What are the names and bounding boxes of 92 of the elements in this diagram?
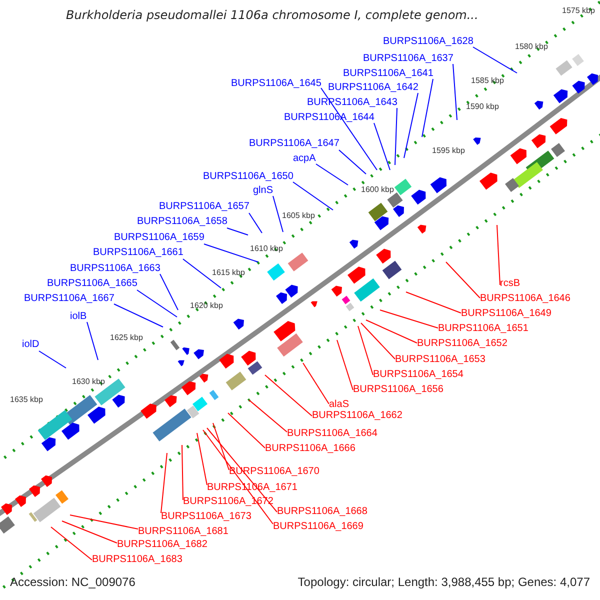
leader-line <box>264 374 312 416</box>
position-label: 1615 kbp <box>212 269 245 277</box>
leader-line <box>302 362 330 404</box>
position-label: 1630 kbp <box>72 378 105 386</box>
leader-line <box>182 444 184 500</box>
leader-line <box>292 182 334 210</box>
gene-label: BURPS1106A_1649 <box>461 308 552 320</box>
gene-label: iolB <box>70 311 87 323</box>
title: Burkholderia pseudomallei 1106a chromosome I, complete genom... <box>66 9 478 21</box>
leader-line <box>70 514 138 530</box>
leader-line <box>404 92 418 158</box>
position-label: 1605 kbp <box>282 212 315 220</box>
position-label: 1620 kbp <box>190 302 223 310</box>
gene-label: BURPS1106A_1673 <box>161 511 252 523</box>
leader-line <box>316 164 348 186</box>
leader-line <box>338 150 366 174</box>
gene-label: BURPS1106A_1652 <box>417 338 508 350</box>
gene-label: BURPS1106A_1653 <box>395 354 486 366</box>
leader-line <box>86 322 98 360</box>
gene-label: BURPS1106A_1628 <box>383 36 474 48</box>
leader-line <box>228 412 266 448</box>
gene-label: BURPS1106A_1657 <box>159 201 250 213</box>
position-label: 1580 kbp <box>515 43 548 51</box>
position-label: 1590 kbp <box>466 103 499 111</box>
gene-label: BURPS1106A_1682 <box>117 539 208 551</box>
gene-label: BURPS1106A_1681 <box>138 526 228 538</box>
leader-line <box>50 526 92 560</box>
position-label: 1595 kbp <box>432 147 465 155</box>
leader-line <box>496 224 500 286</box>
gene-label: BURPS1106A_1664 <box>287 428 378 440</box>
gene-label: alaS <box>329 399 350 411</box>
leader-line <box>136 290 178 318</box>
gene-label: BURPS1106A_1658 <box>137 216 228 228</box>
gene-label: BURPS1106A_1683 <box>92 554 182 566</box>
footer-text: Accession: NC_009076 <box>10 576 136 588</box>
gene-label: glnS <box>253 185 274 197</box>
gene-label: acpA <box>293 153 316 165</box>
leader-line <box>62 520 118 544</box>
gene-label: BURPS1106A_1661 <box>93 247 184 259</box>
gene-label: BURPS1106A_1659 <box>114 232 204 244</box>
leader-line <box>360 322 396 360</box>
leader-line <box>248 400 288 432</box>
leader-line <box>374 122 390 170</box>
gene-label: BURPS1106A_1646 <box>480 293 570 305</box>
leader-line <box>272 196 284 232</box>
gene-label: BURPS1106A_1650 <box>203 171 294 183</box>
position-label: 1625 kbp <box>110 334 143 342</box>
position-label: 1575 kbp <box>562 7 595 15</box>
leader-line <box>358 326 374 376</box>
leader-line <box>366 320 418 344</box>
leader-line <box>160 274 178 310</box>
gene-label: BURPS1106A_1654 <box>373 369 464 381</box>
leader-line <box>160 452 168 514</box>
leader-line <box>452 64 458 120</box>
position-label: 1585 kbp <box>471 77 504 85</box>
leader-line <box>446 262 480 298</box>
gene-label: BURPS1106A_1637 <box>363 53 454 65</box>
leader-line <box>196 432 208 486</box>
position-label: 1635 kbp <box>10 396 43 404</box>
leader-line <box>212 422 230 470</box>
gene-label: iolD <box>22 339 40 351</box>
gene-label: BURPS1106A_1645 <box>231 78 322 90</box>
gene-label: BURPS1106A_1663 <box>70 263 160 275</box>
gene-label: BURPS1106A_1669 <box>273 521 364 533</box>
leader-line <box>336 340 354 390</box>
leader-line <box>422 78 434 138</box>
gene-label: BURPS1106A_1668 <box>277 506 368 518</box>
leader-line <box>226 228 248 236</box>
leader-line <box>394 108 398 166</box>
gene-label: BURPS1106A_1667 <box>24 293 114 305</box>
gene-label: BURPS1106A_1656 <box>353 384 444 396</box>
leader-line <box>204 244 258 262</box>
leader-line <box>202 430 274 524</box>
gene-label: BURPS1106A_1662 <box>312 410 402 422</box>
gene-label: BURPS1106A_1665 <box>47 278 138 290</box>
position-label: 1600 kbp <box>361 186 394 194</box>
position-label: 1610 kbp <box>250 245 283 253</box>
leader-line <box>406 292 462 314</box>
leader-line <box>38 350 66 368</box>
gene-label: BURPS1106A_1647 <box>249 138 340 150</box>
gene-label: rcsB <box>500 278 520 290</box>
gene-label: BURPS1106A_1641 <box>343 68 434 80</box>
footer-text: Topology: circular; Length: 3,988,455 bp; Genes: 4,077 <box>298 576 590 588</box>
gene-label: BURPS1106A_1642 <box>328 82 418 94</box>
gene-label: BURPS1106A_1666 <box>265 443 356 455</box>
leader-line <box>380 310 438 328</box>
gene-label: BURPS1106A_1651 <box>438 323 528 335</box>
leader-line <box>248 212 262 234</box>
leader-line <box>206 428 278 512</box>
leader-line <box>114 304 164 328</box>
leader-line <box>472 46 518 74</box>
leader-line <box>182 258 222 288</box>
